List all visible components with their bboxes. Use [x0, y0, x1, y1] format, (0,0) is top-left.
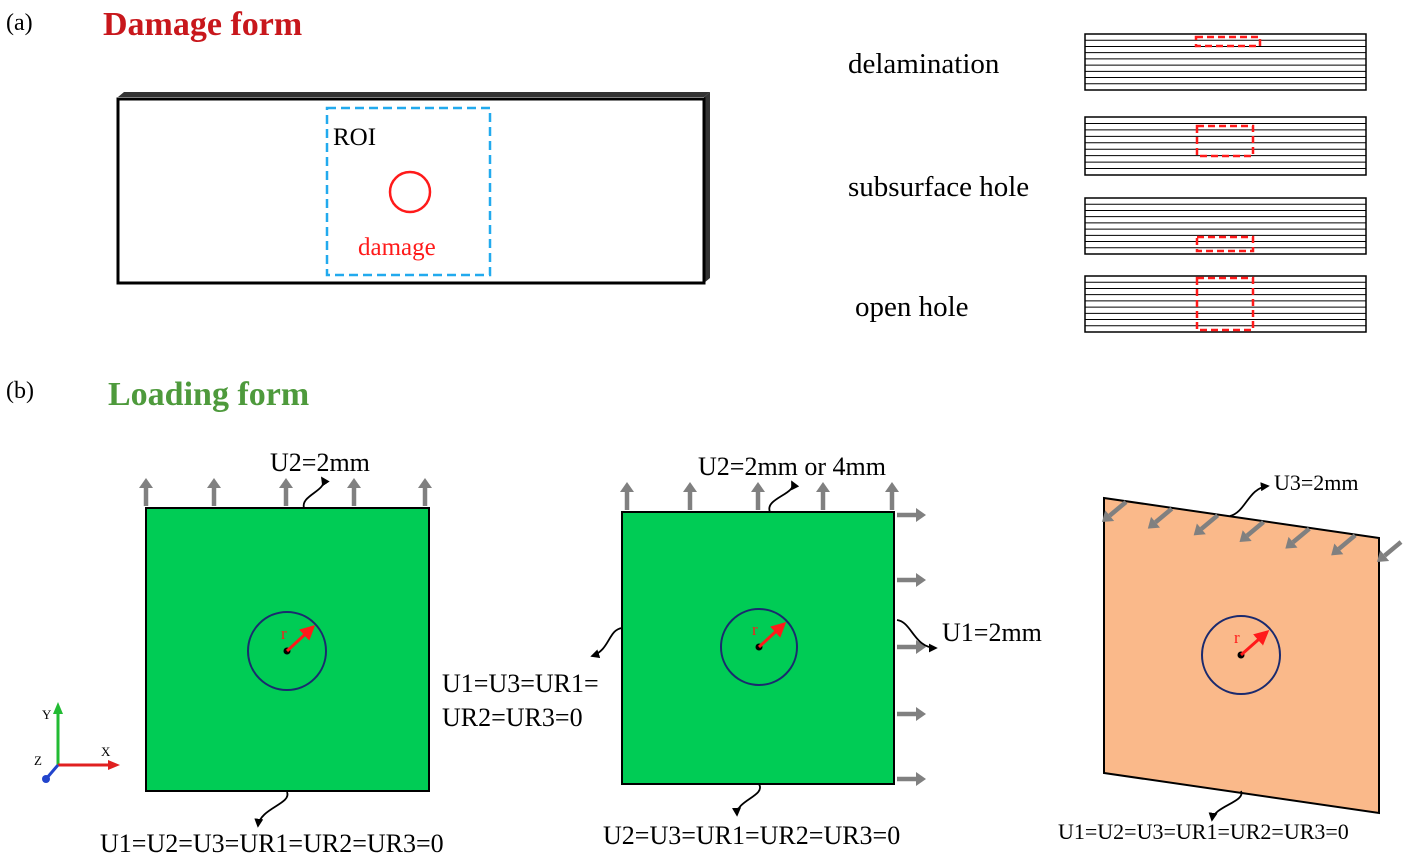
panel-a-title: Damage form	[103, 6, 302, 43]
laminate-outline	[1084, 197, 1367, 255]
case3-top-label: U3=2mm	[1274, 470, 1359, 495]
panel-b-title: Loading form	[108, 376, 309, 413]
case2-right-label: U1=2mm	[942, 618, 1042, 647]
case3-bottom-leader	[1208, 790, 1243, 822]
beam-specimen	[116, 92, 710, 285]
case3-load-arrows	[1102, 500, 1403, 562]
load-arrow-head	[683, 482, 697, 492]
load-arrow-head	[1193, 523, 1206, 536]
z-axis-label: Z	[34, 753, 42, 768]
load-arrow-head	[1147, 516, 1160, 529]
coordinate-axes: Y X Z	[34, 702, 120, 783]
subsurface-hole-defect-upper	[1195, 124, 1255, 158]
load-arrow-shaft	[1383, 540, 1403, 558]
panel-a-tag: (a)	[6, 10, 33, 36]
load-arrow-head	[1331, 543, 1344, 556]
x-axis-label: X	[101, 744, 111, 759]
case1-bottom-label: U1=U2=U3=UR1=UR2=UR3=0	[100, 829, 444, 858]
case2-top-leader	[768, 480, 800, 513]
laminate-outline	[1084, 275, 1367, 333]
laminate-subsurface-hole-upper	[1084, 116, 1367, 176]
load-arrow-head	[207, 478, 221, 488]
case2-right-leader	[896, 619, 938, 653]
case2-plate	[621, 511, 895, 785]
case2-left-leader	[590, 627, 623, 658]
case3-top-leader	[1229, 482, 1270, 517]
case1-radius-label: r	[281, 624, 287, 643]
roi-label: ROI	[333, 124, 376, 151]
load-arrow-shaft	[1199, 513, 1220, 531]
laminate-delamination	[1084, 33, 1367, 91]
load-arrow-head	[139, 478, 153, 488]
open-hole-label: open hole	[855, 291, 969, 323]
case1-top-leader	[303, 476, 330, 509]
case2-left-label-line2: UR2=UR3=0	[442, 703, 583, 732]
load-arrow-shaft	[1108, 500, 1128, 518]
laminate-subsurface-hole-lower	[1084, 197, 1367, 255]
load-arrow-head	[751, 482, 765, 492]
roi-box	[325, 106, 492, 277]
load-arrow-head	[279, 478, 293, 488]
open-hole-defect	[1195, 276, 1255, 332]
case3-bottom-label: U1=U2=U3=UR1=UR2=UR3=0	[1058, 819, 1349, 844]
delamination-defect	[1194, 35, 1262, 48]
damage-label: damage	[358, 234, 436, 261]
case1-bottom-leader	[254, 791, 289, 828]
laminate-outline	[1084, 33, 1367, 91]
load-arrow-head	[816, 482, 830, 492]
load-arrow-shaft	[1245, 520, 1265, 538]
case1-plate	[145, 507, 430, 792]
case2-bottom-leader	[732, 783, 761, 817]
load-arrow-head	[1102, 510, 1115, 522]
case2-load-arrows	[620, 482, 926, 786]
load-arrow-head	[1239, 530, 1252, 542]
case2-top-label: U2=2mm or 4mm	[698, 452, 886, 481]
load-arrow-head	[620, 482, 634, 492]
case1-top-label: U2=2mm	[270, 448, 370, 477]
case2-bottom-label: U2=U3=UR1=UR2=UR3=0	[603, 821, 900, 850]
case2-radius-label: r	[752, 620, 758, 639]
load-arrow-shaft	[1337, 533, 1357, 551]
case3-plate	[1103, 496, 1380, 815]
case2-left-label-line1: U1=U3=UR1=	[442, 669, 599, 698]
load-arrow-shaft	[1154, 506, 1174, 524]
panel-b-tag: (b)	[6, 378, 34, 404]
case1-load-arrows	[139, 478, 432, 506]
load-arrow-head	[1285, 536, 1298, 549]
load-arrow-head	[916, 573, 926, 587]
load-arrow-head	[1377, 550, 1390, 562]
load-arrow-head	[916, 640, 926, 654]
load-arrow-shaft	[1291, 526, 1311, 544]
load-arrow-head	[916, 772, 926, 786]
load-arrow-head	[885, 482, 899, 492]
load-arrow-head	[418, 478, 432, 488]
delamination-label: delamination	[848, 48, 1000, 80]
load-arrow-head	[347, 478, 361, 488]
subsurface-hole-label: subsurface hole	[848, 171, 1029, 203]
y-axis-label: Y	[42, 707, 52, 722]
load-arrow-head	[916, 707, 926, 721]
case3-radius-label: r	[1234, 628, 1240, 647]
laminate-open-hole	[1084, 275, 1367, 333]
damage-circle	[388, 170, 432, 214]
subsurface-hole-defect-lower	[1195, 235, 1255, 253]
load-arrow-head	[916, 508, 926, 522]
